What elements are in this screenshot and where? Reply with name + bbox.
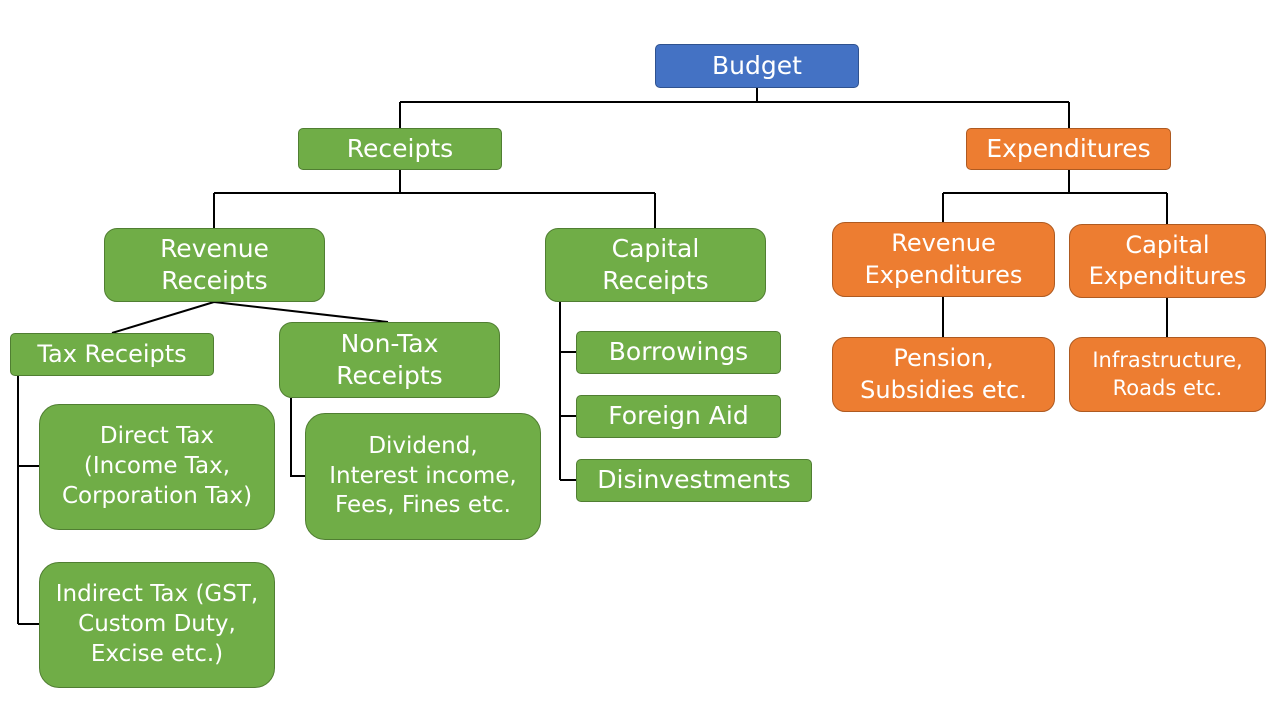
disinvestments-box: Disinvestments bbox=[576, 459, 812, 502]
borrowings-label: Borrowings bbox=[608, 337, 749, 367]
connector-capital-receipts bbox=[559, 302, 577, 481]
infrastructure-label: Infrastructure, Roads etc. bbox=[1092, 348, 1243, 400]
receipts-label: Receipts bbox=[346, 133, 454, 163]
connector-revenue-receipts bbox=[111, 301, 389, 334]
pension-box: Pension, Subsidies etc. bbox=[832, 337, 1055, 412]
capital-expenditures-label: Capital Expenditures bbox=[1088, 230, 1247, 290]
expenditures-label: Expenditures bbox=[986, 133, 1151, 163]
revenue-expenditures-label: Revenue Expenditures bbox=[864, 229, 1023, 289]
indirect-tax-box: Indirect Tax (GST, Custom Duty, Excise e… bbox=[39, 562, 275, 688]
foreign-aid-box: Foreign Aid bbox=[576, 395, 781, 438]
expenditures-box: Expenditures bbox=[966, 128, 1171, 170]
connector-receipts bbox=[213, 170, 656, 228]
revenue-receipts-box: Revenue Receipts bbox=[104, 228, 325, 302]
disinvestments-label: Disinvestments bbox=[597, 465, 791, 495]
capital-receipts-box: Capital Receipts bbox=[545, 228, 766, 302]
capital-receipts-label: Capital Receipts bbox=[602, 233, 709, 296]
direct-tax-label: Direct Tax (Income Tax, Corporation Tax) bbox=[61, 423, 253, 509]
revenue-expenditures-box: Revenue Expenditures bbox=[832, 222, 1055, 297]
connector-expenditures bbox=[942, 170, 1168, 224]
receipts-box: Receipts bbox=[298, 128, 502, 170]
non-tax-receipts-box: Non-Tax Receipts bbox=[279, 322, 500, 398]
connector-non-tax bbox=[290, 398, 306, 477]
connector-budget bbox=[399, 88, 1070, 128]
tax-receipts-label: Tax Receipts bbox=[37, 339, 187, 368]
infrastructure-box: Infrastructure, Roads etc. bbox=[1069, 337, 1266, 412]
foreign-aid-label: Foreign Aid bbox=[608, 401, 749, 431]
tax-receipts-box: Tax Receipts bbox=[10, 333, 214, 376]
indirect-tax-label: Indirect Tax (GST, Custom Duty, Excise e… bbox=[55, 581, 259, 667]
connector-tax-receipts bbox=[17, 376, 40, 625]
capital-expenditures-box: Capital Expenditures bbox=[1069, 224, 1266, 298]
budget-label: Budget bbox=[712, 50, 802, 80]
revenue-receipts-label: Revenue Receipts bbox=[160, 233, 269, 296]
dividend-box: Dividend, Interest income, Fees, Fines e… bbox=[305, 413, 541, 540]
direct-tax-box: Direct Tax (Income Tax, Corporation Tax) bbox=[39, 404, 275, 530]
dividend-label: Dividend, Interest income, Fees, Fines e… bbox=[329, 432, 517, 519]
budget-box: Budget bbox=[655, 44, 859, 88]
non-tax-receipts-label: Non-Tax Receipts bbox=[336, 328, 443, 391]
pension-label: Pension, Subsidies etc. bbox=[860, 344, 1027, 404]
borrowings-box: Borrowings bbox=[576, 331, 781, 374]
